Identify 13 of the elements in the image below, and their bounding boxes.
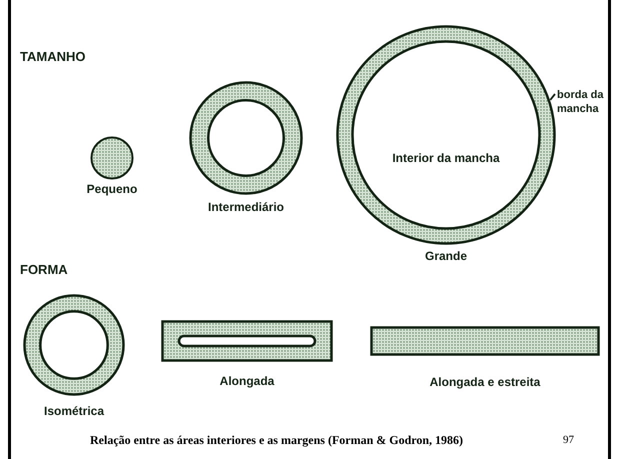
- leader-line: [550, 93, 556, 100]
- shape-label: Alongada: [220, 373, 274, 390]
- section-heading: FORMA: [20, 261, 68, 279]
- interior-label: Interior da mancha: [392, 150, 500, 167]
- shape-label: Intermediário: [208, 199, 284, 216]
- figure-caption: Relação entre as áreas interiores e as margens (Forman & Godron, 1986): [90, 432, 464, 449]
- callout-label: borda da mancha: [556, 88, 604, 116]
- page-number: 97: [563, 433, 574, 448]
- section-heading: TAMANHO: [20, 48, 86, 66]
- shape-label: Alongada e estreita: [430, 374, 540, 391]
- shape-label: Grande: [424, 248, 467, 265]
- shape-label: Pequeno: [86, 181, 138, 198]
- shape-label: Isométrica: [44, 403, 104, 420]
